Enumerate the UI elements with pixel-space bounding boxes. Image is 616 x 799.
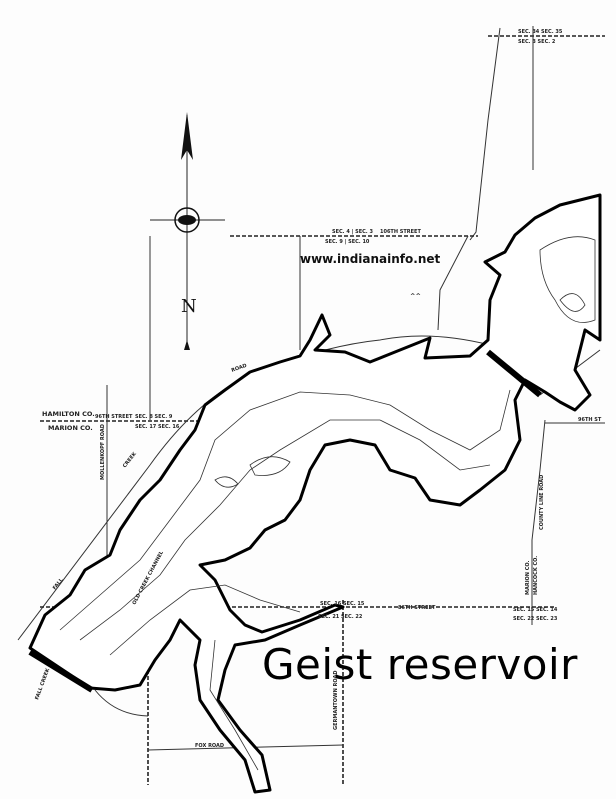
label-96th-street-right: 96TH ST [578, 417, 602, 423]
website-watermark: www.indianainfo.net [300, 252, 441, 266]
label-marks: ^^ [410, 292, 421, 300]
shoreline [28, 193, 602, 794]
contour-line [249, 456, 291, 476]
label-sec-21-22: SEC. 21 SEC. 22 [318, 614, 363, 620]
label-creek: CREEK [122, 450, 139, 469]
label-fall-creek: FALL CREEK [34, 667, 51, 701]
label-fox-road: FOX ROAD [195, 743, 224, 749]
road-curve-dam [94, 689, 149, 717]
reservoir [28, 193, 602, 794]
label-sec-4-3: SEC. 4 | SEC. 3 [332, 229, 373, 235]
label-86th-street: 86TH STREET [398, 605, 436, 611]
contour-line [214, 476, 239, 488]
label-marion-co-east: MARION CO. [525, 560, 531, 595]
label-county-line-road: COUNTY LINE ROAD [539, 475, 545, 530]
road-diagonal-mid [437, 235, 469, 331]
contour-line [79, 419, 491, 641]
label-sec-34-35: SEC. 34 SEC. 35 [518, 29, 563, 35]
label-hamilton-co: HAMILTON CO. [42, 410, 95, 418]
label-sec-3-2: SEC. 3 SEC. 2 [518, 39, 556, 45]
map-title: Geist reservoir [262, 640, 578, 689]
compass: N [150, 112, 225, 350]
label-96th-street: 96TH STREET [95, 414, 133, 420]
north-label: N [181, 296, 197, 317]
label-sec-16-15: SEC. 16 SEC. 15 [320, 601, 365, 607]
compass-ring-icon [174, 207, 200, 233]
compass-eye-icon [178, 215, 196, 225]
label-sec-8-9: SEC. 8 SEC. 9 [135, 414, 173, 420]
label-germantown-road: GERMANTOWN ROAD [333, 671, 339, 731]
label-fall: FALL [52, 577, 65, 592]
label-sec-15-14: SEC. 15 SEC. 14 [513, 607, 558, 613]
label-sec-17-16: SEC. 17 SEC. 16 [135, 424, 180, 430]
dam [28, 649, 94, 693]
label-marion-co: MARION CO. [48, 424, 93, 432]
north-arrow-icon [181, 112, 193, 160]
contour-line [59, 389, 511, 631]
label-106th-street: 106TH STREET [380, 229, 421, 235]
contour-line [539, 236, 596, 323]
road-county-line [531, 419, 546, 625]
contour-line [109, 584, 301, 656]
label-hancock-co: HANCOCK CO. [533, 556, 539, 595]
road-diagonal-top [469, 27, 501, 241]
label-mollenkopf-road: MOLLENKOPF ROAD [100, 424, 106, 480]
label-road: ROAD [231, 363, 248, 374]
south-arrow-icon [184, 340, 190, 350]
contour-line [559, 293, 586, 312]
contour-line [209, 639, 259, 771]
bridge [486, 349, 542, 398]
label-sec-22-23: SEC. 22 SEC. 23 [513, 616, 558, 622]
label-sec-9-10: SEC. 9 | SEC. 10 [325, 239, 370, 245]
